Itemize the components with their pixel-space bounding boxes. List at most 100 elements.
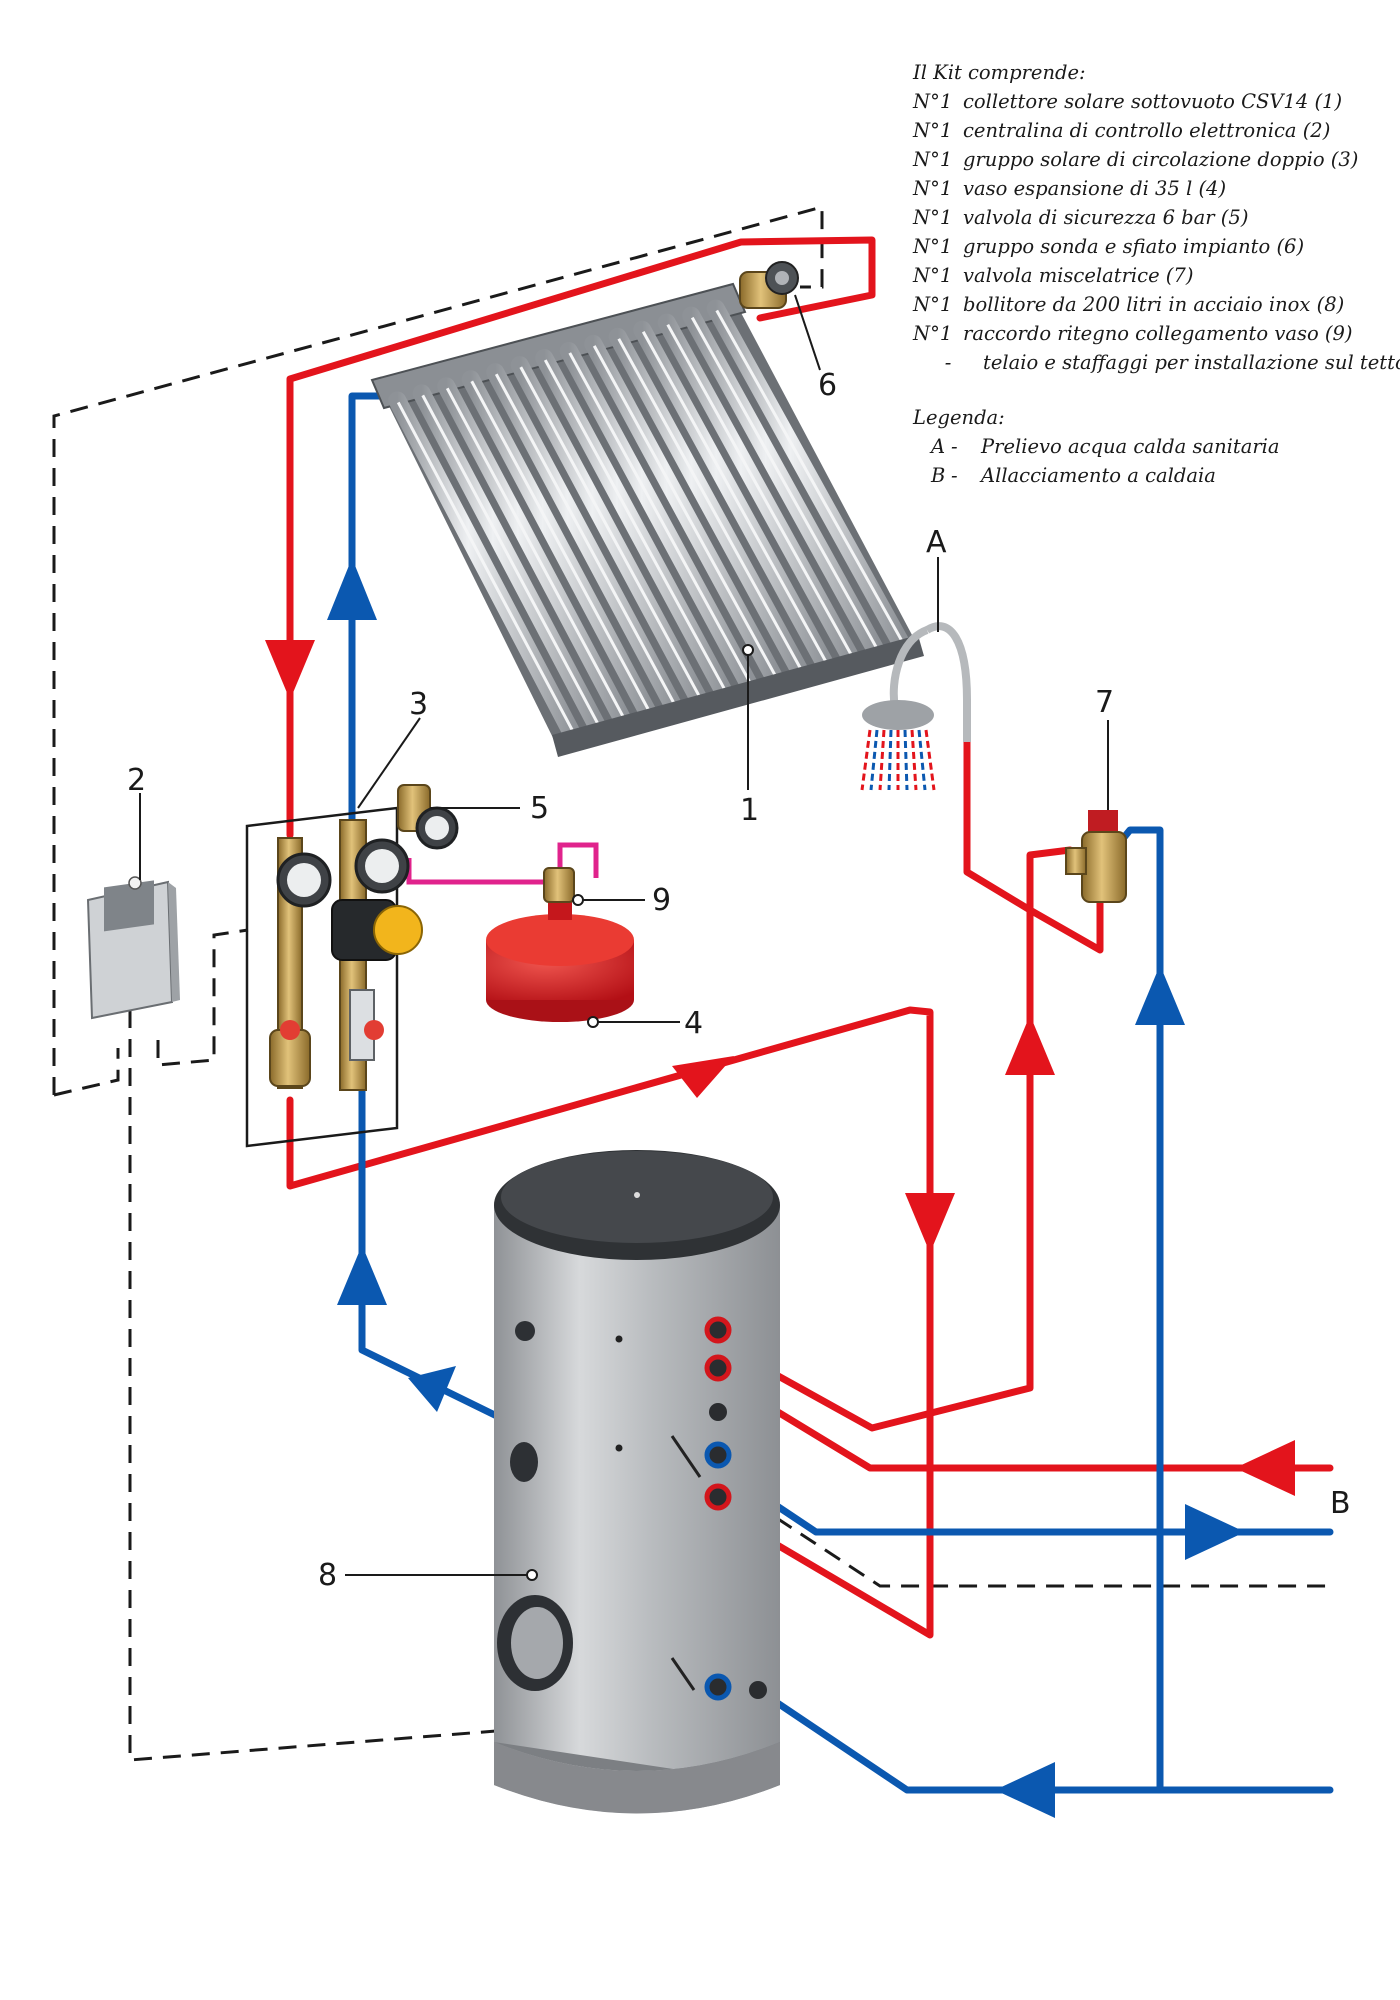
kit-item-text: gruppo sonda e sfiato impianto (6) [963,235,1305,258]
kit-item-qty: - [944,351,952,374]
collector-return-pipe [348,392,389,839]
blue-up-arrow-right [1135,965,1185,1025]
tank-port [704,1441,732,1469]
expansion-vessel [486,900,634,1022]
tank-port [709,1403,727,1421]
blue-up-arrow-bottom [337,1245,387,1305]
vacuum-tube-highlight [641,331,830,666]
spray-streak [924,729,936,791]
vacuum-tube-highlight [445,387,628,723]
spray-streak [910,729,918,791]
vacuum-tube-highlight [421,394,603,730]
kit-item: N°1 bollitore da 200 litri in acciaio ino… [913,290,1383,319]
kit-title: Il Kit comprende: [913,61,1086,84]
pump-control-cable [156,928,249,1067]
vacuum-tube-highlight [519,366,703,702]
kit-item-text: collettore solare sottovuoto CSV14 (1) [963,90,1343,113]
label-mixing-valve: 7 [1095,685,1114,720]
collector-bottom-rail [552,635,924,757]
kit-item: N°1 valvola miscelatrice (7) [913,261,1383,290]
label-dhw-outlet: A [926,525,947,560]
collector-tubes [388,299,912,748]
kit-item-text: vaso espansione di 35 l (4) [963,177,1227,200]
legend-text: Prelievo acqua calda sanitaria [981,435,1280,458]
cold-riser-to-mixer [1113,826,1164,1794]
kit-item-text: valvola di sicurezza 6 bar (5) [963,206,1249,229]
legend-text: Allacciamento a caldaia [981,464,1216,487]
red-diag-arrow [672,1056,734,1098]
sensor-vent-group [739,261,799,309]
legend-dash: - [951,435,958,458]
spray-streak [860,729,872,791]
vacuum-tube-highlight [715,309,905,645]
tank-port [749,1681,767,1699]
vacuum-tube-highlight [617,338,804,673]
kit-item-text: gruppo solare di circolazione doppio (3) [963,148,1359,171]
mounting-plate [245,806,399,1148]
tank-port [704,1354,732,1382]
kit-item-text: bollitore da 200 litri in acciaio inox (… [963,293,1345,316]
boiler-inlet-arrow [1235,1440,1295,1496]
kit-item-text: telaio e staffaggi per installazione sul… [983,351,1400,374]
electronic-controller [86,876,180,1020]
tank-port [704,1483,732,1511]
red-up-arrow [1005,1015,1055,1075]
blue-diag-arrow [408,1366,456,1412]
kit-item-qty: N°1 [913,264,953,287]
shower-supply-pipe [963,738,1034,914]
legend-code: B [931,464,946,487]
kit-item: N°1 valvola di sicurezza 6 bar (5) [913,203,1383,232]
leader-dots [526,644,754,1581]
label-check-fitting: 9 [652,883,671,918]
spray-streak [917,729,927,791]
vacuum-tube-highlight [494,373,678,709]
solar-circulation-group [245,806,423,1148]
label-safety-valve: 5 [530,791,549,826]
label-circulation-group: 3 [409,687,428,722]
vacuum-tube-highlight [666,323,855,659]
safety-valve [397,784,459,850]
kit-item: - telaio e staffaggi per installazione su… [913,348,1400,377]
kit-contents: Il Kit comprende: N°1 collettore solare s… [913,58,1400,490]
legend-item: B-Allacciamento a caldaia [931,461,1383,490]
shower-head [860,622,971,791]
mixer-hot-link [1026,876,1104,954]
label-controller: 2 [127,763,146,798]
dhw-outlet-pipe [731,846,1074,1432]
kit-list: N°1 collettore solare sottovuoto CSV14 (1… [913,87,1400,377]
kit-item-qty: N°1 [913,293,953,316]
shower-spray [860,729,936,791]
blue-up-arrow-top [327,558,377,620]
spray-streak [887,729,893,791]
label-tank: 8 [318,1558,337,1593]
legend-dash: - [951,464,958,487]
tank-sensor-cable [128,1010,661,1762]
kit-item: N°1 collettore solare sottovuoto CSV14 (1… [913,87,1383,116]
kit-item-text: raccordo ritegno collegamento vaso (9) [963,322,1353,345]
kit-item-qty: N°1 [913,235,953,258]
check-fitting [543,867,575,903]
label-expansion-vessel: 4 [684,1006,703,1041]
storage-tank [494,1150,780,1814]
kit-item: N°1 gruppo sonda e sfiato impianto (6) [913,232,1383,261]
collector-sensor-return [53,1048,120,1097]
legend-title: Legenda: [913,406,1005,429]
legend-list: A-Prelievo acqua calda sanitaria B-Allac… [913,432,1383,490]
spray-streak [903,729,909,791]
kit-item-text: centralina di controllo elettronica (2) [963,119,1331,142]
solar-collector [370,282,924,757]
kit-item-qty: N°1 [913,206,953,229]
kit-item-qty: N°1 [913,90,953,113]
hot-down-arrow [265,640,315,700]
mixing-valve [1065,810,1127,903]
legend-code: A [931,435,946,458]
vacuum-tube-highlight [568,352,754,688]
kit-item-text: valvola miscelatrice (7) [963,264,1194,287]
flow-arrows [265,558,1295,1818]
label-sensor-vent: 6 [818,368,837,403]
